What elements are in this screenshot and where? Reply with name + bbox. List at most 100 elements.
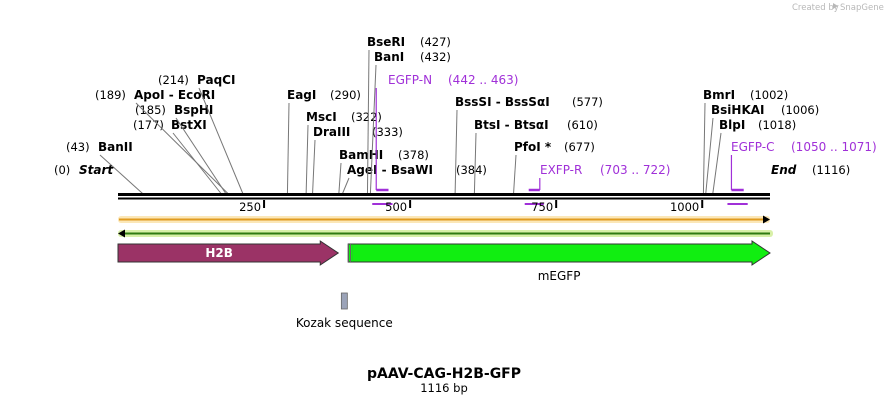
ruler-tick-label: 250 [239,200,261,214]
enzyme-site-agei-bsawi[interactable]: AgeI - BsaWI (384) [341,163,487,195]
enzyme-name: PaqCI [197,73,235,87]
enzyme-position: (1018) [758,118,796,132]
enzyme-name: ApoI - EcoRI [134,88,215,102]
enzyme-site-bsphi[interactable]: BspHI(185) [135,103,227,195]
enzyme-site-eagi[interactable]: EagI (290) [286,88,361,195]
cut-line [135,102,229,195]
enzyme-site-banii[interactable]: BanII (43) [66,140,144,195]
features: H2B mEGFP Kozak sequence [117,240,771,330]
feature-box [340,292,348,310]
end-label: End [771,163,797,177]
cut-line [369,64,377,195]
ruler-tick-label: 1000 [670,200,699,214]
cut-line [473,132,477,195]
cut-line [712,132,722,195]
enzyme-position: (333) [372,125,403,139]
enzyme-site-paqci[interactable]: PaqCI (214) [158,73,244,195]
feature-megfp[interactable]: mEGFP [347,240,771,283]
cut-line [702,102,706,195]
enzyme-position: (1002) [750,88,788,102]
enzyme-site-bani[interactable]: BanI (432) [369,50,451,195]
enzyme-name: BtsI - BtsαI [474,118,549,132]
enzyme-position: (577) [572,95,603,109]
enzyme-name: AgeI - BsaWI [347,163,433,177]
cut-line [338,162,342,195]
enzyme-name: BsiHKAI [711,103,765,117]
enzyme-position: (43) [66,140,90,154]
sequence-backbone [118,193,770,200]
feature-arrow [117,240,340,266]
feature-arrow [347,240,771,266]
cut-line [513,154,517,195]
cut-line [341,177,350,195]
end-position: (1116) [812,163,850,177]
enzyme-name: DraIII [313,125,350,139]
cut-line [454,109,458,195]
enzyme-name: BssSI - BssSαI [455,95,550,109]
enzyme-site-bseri[interactable]: BseRI(427) [366,35,451,195]
enzyme-position: (677) [564,140,595,154]
enzyme-name: BlpI [719,118,745,132]
primer-egfp-c[interactable]: EGFP-C(1050 .. 1071) [727,140,877,205]
enzyme-position: (432) [420,50,451,64]
plasmid-name: pAAV-CAG-H2B-GFP [367,366,521,382]
start-label: Start [79,163,114,177]
enzyme-site-bstxi[interactable]: BstXI (177) [133,118,222,195]
enzyme-position: (189) [95,88,126,102]
primer-name: EXFP-R [540,163,582,177]
primer-sites: EGFP-N (442 .. 463) EXFP-R (703 .. 722) EGFP… [372,73,877,205]
ruler-tick-label: 750 [531,200,553,214]
ruler-tick-label: 500 [385,200,407,214]
cut-line [99,154,144,195]
enzyme-name: BseRI [367,35,405,49]
enzyme-position: (214) [158,73,189,87]
enzyme-position: (1006) [781,103,819,117]
primer-range: (1050 .. 1071) [791,140,877,154]
sequence-ruler: 250 500 750 1000 [239,200,704,214]
enzyme-site-bsssi-bsss-i[interactable]: BssSI - BssSαI (577) [454,95,603,195]
enzyme-name: BmrI [703,88,735,102]
orf-forward-line [118,215,770,224]
enzyme-name: BanII [98,140,133,154]
enzyme-position: (185) [135,103,166,117]
cut-line [366,49,370,195]
enzyme-name: EagI [287,88,316,102]
credit-app: SnapGene [840,3,884,13]
enzyme-site-btsi-bts-i[interactable]: BtsI - BtsαI (610) [473,118,598,195]
enzyme-name: BstXI [171,118,207,132]
enzyme-position: (177) [133,118,164,132]
enzyme-site-bmri[interactable]: BmrI (1002) [702,88,788,195]
enzyme-site-apoi-ecori[interactable]: ApoI - EcoRI (189) [95,88,229,195]
snapgene-logo-icon [833,3,838,9]
cut-line [705,117,714,195]
cut-line [312,139,316,195]
enzyme-position: (290) [330,88,361,102]
feature-label: H2B [205,246,233,260]
enzyme-site-pfoi[interactable]: PfoI * (677) [513,140,595,195]
plasmid-length: 1116 bp [420,381,468,395]
enzyme-position: (610) [567,118,598,132]
start-position: (0) [54,163,70,177]
primer-egfp-n[interactable]: EGFP-N (442 .. 463) [372,73,518,205]
primer-name: EGFP-N [388,73,432,87]
feature-kozak-sequence[interactable]: Kozak sequence [296,292,393,330]
primer-exfp-r[interactable]: EXFP-R (703 .. 722) [524,163,671,205]
cut-line [175,117,227,195]
primer-range: (442 .. 463) [448,73,518,87]
enzyme-name: PfoI * [514,140,552,154]
feature-overlap-hatch [348,244,353,262]
enzyme-position: (384) [456,163,487,177]
primer-range: (703 .. 722) [600,163,670,177]
enzyme-site-draiii[interactable]: DraIII (333) [312,125,403,195]
cut-line [286,102,290,195]
cut-line [198,87,244,195]
credit-prefix: Created by [792,3,839,13]
enzyme-name: BanI [374,50,404,64]
enzyme-site-blpi[interactable]: BlpI (1018) [712,118,797,195]
enzyme-sites: BanII (43) BstXI (177)BspHI(185)ApoI - EcoR… [66,35,820,195]
feature-h2b[interactable]: H2B [117,240,340,266]
enzyme-position: (322) [351,110,382,124]
cut-line [305,124,309,195]
enzyme-site-bsihkai[interactable]: BsiHKAI (1006) [705,103,820,195]
